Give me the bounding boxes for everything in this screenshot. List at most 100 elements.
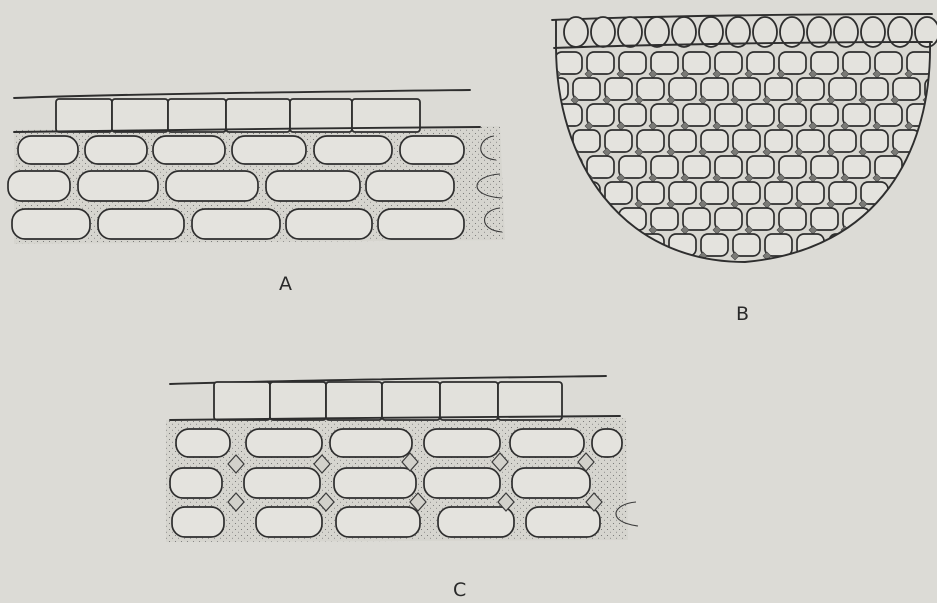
collenchyma-cell [701,234,728,256]
epidermal-cell [290,99,352,132]
collenchyma-cell [555,208,582,230]
parenchyma-cell [192,209,280,239]
parenchyma-cell [592,429,622,457]
collenchyma-cell [669,78,696,100]
collenchyma-cell [733,182,760,204]
parenchyma-cell [246,429,322,457]
panel-b-diagram [539,14,937,262]
collenchyma-cell [541,130,568,152]
collenchyma-cell [747,156,774,178]
corner-thickening [923,252,931,260]
outer-cell-wall [14,90,470,98]
epidermal-cell [699,17,723,47]
collenchyma-cell [651,156,678,178]
collenchyma-cell [765,78,792,100]
corner-thickening [553,226,561,234]
collenchyma-cell [573,78,600,100]
collenchyma-cell [587,52,614,74]
parenchyma-cell [78,171,158,201]
corner-thickening [617,226,625,234]
collenchyma-cell [861,130,888,152]
collenchyma-cell [893,78,920,100]
collenchyma-cell [925,234,937,256]
collenchyma-cell [829,78,856,100]
epidermal-cell [591,17,615,47]
epidermal-cell [440,382,498,420]
collenchyma-cell [683,208,710,230]
collenchyma-cell [715,208,742,230]
collenchyma-cell [875,104,902,126]
corner-thickening [667,252,675,260]
parenchyma-cell [98,209,184,239]
collenchyma-cell [843,156,870,178]
collenchyma-cell [587,104,614,126]
collenchyma-cell [637,78,664,100]
collenchyma-cell [797,182,824,204]
collenchyma-cell [843,208,870,230]
parenchyma-cell [336,507,420,537]
collenchyma-cell [619,104,646,126]
epidermal-cell [112,99,168,132]
corner-thickening [891,200,899,208]
collenchyma-cell [733,234,760,256]
collenchyma-cell [587,208,614,230]
epidermal-cell [326,382,382,420]
collenchyma-cell [893,234,920,256]
collenchyma-cell [619,156,646,178]
parenchyma-cell [438,507,514,537]
corner-thickening [553,122,561,130]
collenchyma-cell [605,234,632,256]
parenchyma-cell [85,136,147,164]
epidermal-cell [168,99,226,132]
collenchyma-cell [779,156,806,178]
corner-thickening [891,252,899,260]
collenchyma-cell [651,208,678,230]
corner-thickening [571,200,579,208]
collenchyma-cell [829,130,856,152]
parenchyma-cell [12,209,90,239]
collenchyma-cell [573,234,600,256]
collenchyma-cell [779,208,806,230]
corner-thickening [905,226,913,234]
collenchyma-cell [907,156,934,178]
collenchyma-cell [683,52,710,74]
collenchyma-cell [555,104,582,126]
collenchyma-cell [811,208,838,230]
collenchyma-cell [843,52,870,74]
epidermal-cell [618,17,642,47]
parenchyma-cell [286,209,372,239]
parenchyma-cell [8,171,70,201]
epidermal-cell [270,382,326,420]
corner-thickening [827,252,835,260]
collenchyma-cell [875,208,902,230]
parenchyma-cell [176,429,230,457]
collenchyma-cell [605,78,632,100]
corner-thickening [635,252,643,260]
collenchyma-cell [669,130,696,152]
parenchyma-cell [526,507,600,537]
corner-thickening [553,174,561,182]
panel-a-label: A [279,273,292,295]
collenchyma-cell [701,78,728,100]
corner-thickening [539,148,547,156]
panel-c-diagram [166,376,638,542]
parenchyma-cell [232,136,306,164]
collenchyma-cell [701,182,728,204]
epidermal-cell [498,382,562,420]
collenchyma-cell [811,104,838,126]
collenchyma-cell [683,104,710,126]
collenchyma-cell [541,182,568,204]
collenchyma-cell [587,156,614,178]
collenchyma-cell [925,182,937,204]
collenchyma-cell [779,52,806,74]
collenchyma-cell [555,52,582,74]
collenchyma-cell [733,130,760,152]
epidermal-cell [382,382,440,420]
collenchyma-cell [555,156,582,178]
parenchyma-cell [18,136,78,164]
collenchyma-cell [747,104,774,126]
collenchyma-cell [637,182,664,204]
corner-thickening [571,252,579,260]
